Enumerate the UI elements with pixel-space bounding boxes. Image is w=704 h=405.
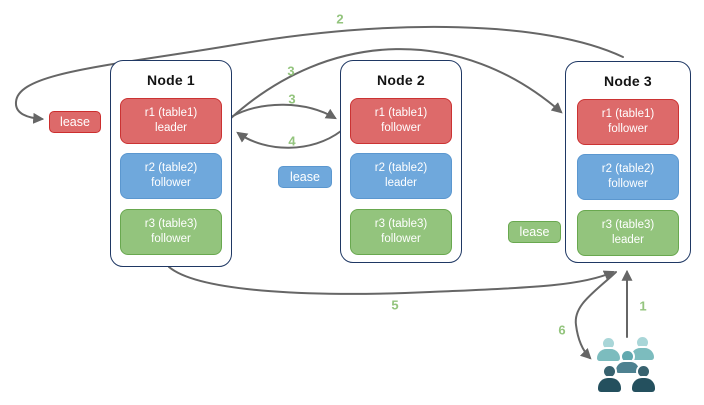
step-label-3a: 3 xyxy=(287,63,295,79)
node-1-title: Node 1 xyxy=(147,72,195,88)
replica-role: follower xyxy=(608,178,648,190)
arrow-step-3-node1-to-node2 xyxy=(230,103,337,120)
user-back-right-body xyxy=(631,348,654,360)
node-2-title: Node 2 xyxy=(377,72,425,88)
user-middle-head xyxy=(622,351,633,362)
replica-role: leader xyxy=(612,234,644,246)
node3-replica-r2: r2 (table2) follower xyxy=(577,154,679,200)
node1-replica-r2: r2 (table2) follower xyxy=(120,153,222,199)
user-front-right-body xyxy=(632,378,655,392)
node1-replica-r1: r1 (table1) leader xyxy=(120,98,222,144)
arrow-step-5-node1-to-node3 xyxy=(168,266,616,295)
node-3-box: Node 3 r1 (table1) follower r2 (table2) … xyxy=(565,61,691,263)
replica-role: leader xyxy=(385,177,417,189)
replica-name: r2 (table2) xyxy=(601,163,655,176)
step-label-5: 5 xyxy=(391,297,399,313)
replica-role: follower xyxy=(151,177,191,189)
node-2-box: Node 2 r1 (table1) follower r2 (table2) … xyxy=(340,60,462,263)
user-back-right-head xyxy=(637,337,648,348)
node3-replica-r1: r1 (table1) follower xyxy=(577,99,679,145)
replica-name: r1 (table1) xyxy=(601,108,655,121)
replica-name: r3 (table3) xyxy=(601,219,655,232)
replica-name: r1 (table1) xyxy=(374,107,428,120)
replica-role: follower xyxy=(151,233,191,245)
node-3-title: Node 3 xyxy=(604,73,652,89)
lease-badge-r1: lease xyxy=(49,111,101,133)
replica-name: r3 (table3) xyxy=(144,218,198,231)
replica-role: follower xyxy=(608,123,648,135)
node2-replica-r3: r3 (table3) follower xyxy=(350,209,452,255)
user-middle-body xyxy=(616,362,639,373)
step-label-6: 6 xyxy=(558,322,566,338)
replica-name: r1 (table1) xyxy=(144,107,198,120)
user-back-left-body xyxy=(597,349,620,361)
node3-replica-r3: r3 (table3) leader xyxy=(577,210,679,256)
replica-name: r3 (table3) xyxy=(374,218,428,231)
step-label-2: 2 xyxy=(336,11,344,27)
user-back-left-head xyxy=(603,338,614,349)
replica-role: follower xyxy=(381,233,421,245)
node1-replica-r3: r3 (table3) follower xyxy=(120,209,222,255)
replica-role: follower xyxy=(381,122,421,134)
replica-role: leader xyxy=(155,122,187,134)
user-front-right-head xyxy=(638,366,649,377)
arrow-step-2-node3-to-lease xyxy=(14,25,624,124)
node2-replica-r2: r2 (table2) leader xyxy=(350,153,452,199)
arrow-step-4-node2-to-node1 xyxy=(236,130,342,149)
lease-badge-r2: lease xyxy=(278,166,332,188)
user-front-left-body xyxy=(598,378,621,392)
user-front-left-head xyxy=(604,366,615,377)
step-label-1: 1 xyxy=(639,298,647,314)
step-label-3b: 3 xyxy=(288,91,296,107)
lease-badge-r3: lease xyxy=(508,221,561,243)
node-1-box: Node 1 r1 (table1) leader r2 (table2) fo… xyxy=(110,60,232,267)
replica-name: r2 (table2) xyxy=(374,162,428,175)
replica-name: r2 (table2) xyxy=(144,162,198,175)
arrow-step-3-node1-to-node3 xyxy=(229,48,563,120)
arrow-step-6-node3-to-clients xyxy=(574,271,617,360)
step-label-4: 4 xyxy=(288,133,296,149)
node2-replica-r1: r1 (table1) follower xyxy=(350,98,452,144)
